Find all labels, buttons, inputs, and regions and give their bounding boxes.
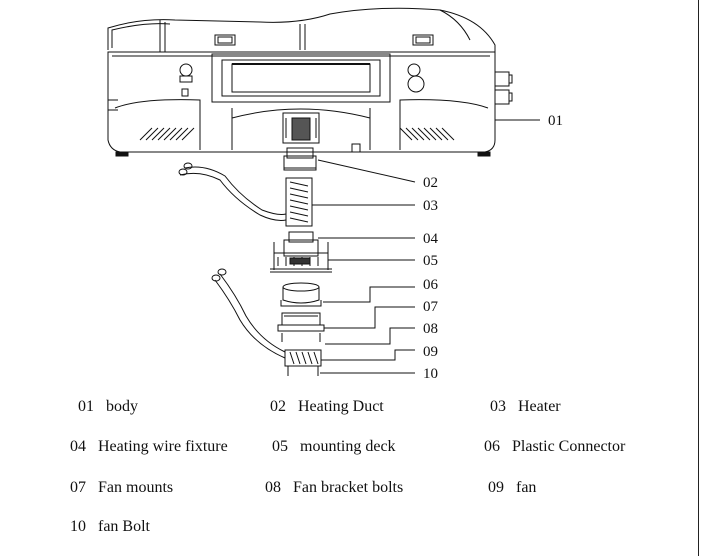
callout-05: 05	[423, 253, 438, 269]
heating-duct-part	[283, 147, 317, 171]
legend-label: Fan mounts	[98, 479, 174, 496]
legend-number: 06	[484, 438, 500, 455]
callout-10: 10	[423, 366, 438, 382]
callout-07: 07	[423, 299, 439, 315]
callout-01: 01	[548, 113, 563, 129]
legend-label: mounting deck	[300, 438, 396, 455]
fan-part	[211, 268, 322, 367]
plastic-connector-part	[280, 282, 322, 307]
callout-03: 03	[423, 198, 438, 214]
legend-label: Heating Duct	[298, 398, 384, 415]
page-border-line	[698, 0, 699, 556]
legend-number: 10	[70, 518, 86, 535]
heating-wire-fixture-part	[283, 231, 319, 257]
legend-label: fan	[516, 479, 537, 496]
heater-part	[178, 162, 313, 227]
legend-label: Heating wire fixture	[98, 438, 228, 455]
callout-06: 06	[423, 277, 439, 293]
callout-08: 08	[423, 321, 438, 337]
body-part	[107, 7, 513, 157]
legend-item: 02 Heating Duct	[270, 398, 384, 416]
legend-label: Heater	[518, 398, 561, 415]
legend-number: 05	[272, 438, 288, 455]
legend-item: 10 fan Bolt	[70, 518, 150, 536]
legend-item: 03 Heater	[490, 398, 561, 416]
legend-label: body	[106, 398, 138, 415]
legend-number: 04	[70, 438, 86, 455]
legend-number: 03	[490, 398, 506, 415]
mounting-deck-part	[270, 242, 332, 273]
callout-02: 02	[423, 175, 438, 191]
callout-04: 04	[423, 231, 439, 247]
legend-number: 07	[70, 479, 86, 496]
legend-item: 06 Plastic Connector	[484, 438, 625, 456]
legend-number: 02	[270, 398, 286, 415]
legend-item: 01 body	[78, 398, 138, 416]
fan-bracket-bolts-part	[281, 333, 321, 342]
legend-label: fan Bolt	[98, 518, 150, 535]
legend-item: 07 Fan mounts	[70, 479, 173, 497]
fan-bolt-part	[287, 366, 319, 376]
callout-09: 09	[423, 344, 438, 360]
legend-item: 05 mounting deck	[272, 438, 396, 456]
leader-lines	[312, 119, 540, 374]
legend-number: 01	[78, 398, 94, 415]
legend-item: 08 Fan bracket bolts	[265, 479, 403, 497]
legend-item: 09 fan	[488, 479, 536, 497]
legend-label: Plastic Connector	[512, 438, 626, 455]
legend-number: 08	[265, 479, 281, 496]
legend-label: Fan bracket bolts	[293, 479, 404, 496]
legend-number: 09	[488, 479, 504, 496]
legend-item: 04 Heating wire fixture	[70, 438, 228, 456]
fan-mounts-part	[277, 312, 325, 332]
